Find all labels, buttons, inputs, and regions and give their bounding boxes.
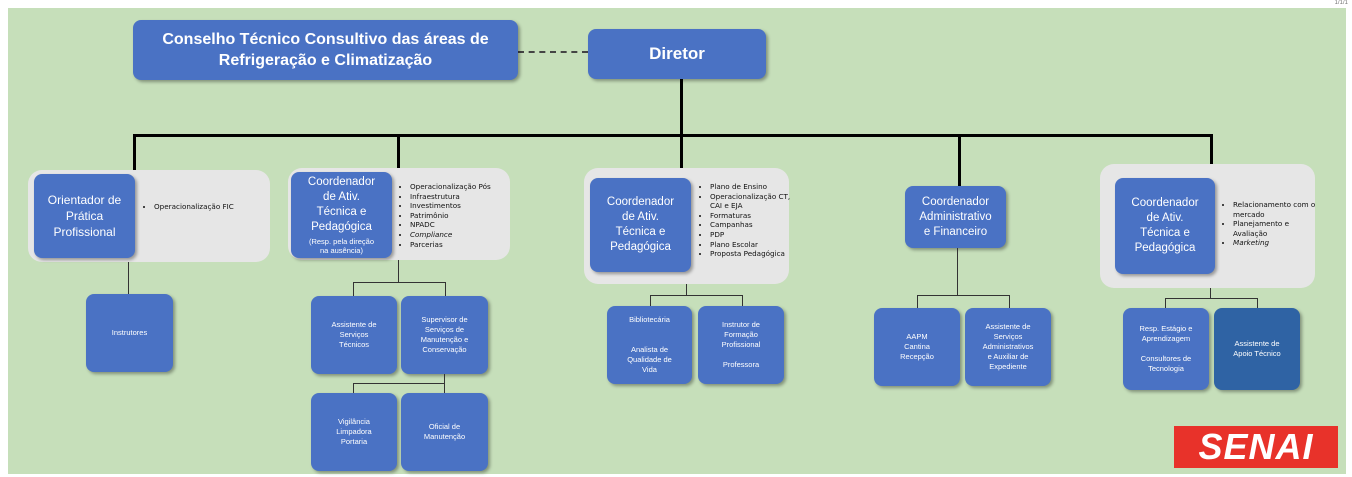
col4-child-bar: [917, 295, 1009, 296]
col3-bullet-4: PDP: [710, 230, 800, 240]
drop-col5: [1210, 134, 1213, 172]
col4-title-box: Coordenador Administrativo e Financeiro: [905, 186, 1006, 248]
col2-bullets: Operacionalização Pós Infraestrutura Inv…: [398, 182, 520, 249]
col2-bullet-1: Infraestrutura: [410, 192, 520, 202]
col3-bullet-5: Plano Escolar: [710, 240, 800, 250]
col2-grand-a-drop: [353, 383, 354, 393]
col2-child-b-drop: [445, 282, 446, 296]
col3-child-stem: [686, 284, 687, 295]
col4-child-b-box: Assistente de Serviços Administrativos e…: [965, 308, 1051, 386]
col3-bullet-2: Formaturas: [710, 211, 800, 221]
col2-grand-stem: [444, 374, 445, 383]
col3-child-b-box: Instrutor de Formação Profissional Profe…: [698, 306, 784, 384]
col1-bullets: Operacionalização FIC: [142, 202, 279, 212]
col2-child-bar: [353, 282, 445, 283]
council-box: Conselho Técnico Consultivo das áreas de…: [133, 20, 518, 80]
director-down-line: [680, 78, 683, 136]
dashed-connector: [518, 51, 588, 53]
col2-grand-a-box: Vigilância Limpadora Portaria: [311, 393, 397, 471]
col1-title-box: Orientador de Prática Profissional: [34, 174, 135, 258]
senai-logo: SENAI: [1174, 426, 1338, 468]
col2-child-a-drop: [353, 282, 354, 296]
col3-child-a-box: Bibliotecária Analista de Qualidade de V…: [607, 306, 692, 384]
corner-mark: 1/1/1: [1334, 0, 1348, 6]
col5-bullet-2: Marketing: [1233, 238, 1321, 248]
col2-grand-bar: [353, 383, 445, 384]
col2-bullet-2: Investimentos: [410, 201, 520, 211]
col3-child-bar: [650, 295, 742, 296]
col5-child-a-drop: [1165, 298, 1166, 308]
col5-child-b-drop: [1257, 298, 1258, 308]
col5-bullet-1: Planejamento e Avaliação: [1233, 219, 1321, 238]
col5-child-b-box: Assistente de Apoio Técnico: [1214, 308, 1300, 390]
col5-bullet-0: Relacionamento com o mercado: [1233, 200, 1321, 219]
col2-grand-b-box: Oficial de Manutenção: [401, 393, 488, 471]
col2-bullet-4: NPADC: [410, 220, 520, 230]
col1-bullet-0: Operacionalização FIC: [154, 202, 279, 212]
col5-title-box: Coordenador de Ativ. Técnica e Pedagógic…: [1115, 178, 1215, 274]
col3-child-a-drop: [650, 295, 651, 306]
drop-col4: [958, 134, 961, 186]
col3-bullet-6: Proposta Pedagógica: [710, 249, 800, 259]
col2-grand-b-drop: [444, 383, 445, 393]
col5-child-stem: [1210, 288, 1211, 298]
drop-col1: [133, 134, 136, 174]
col3-title-box: Coordenador de Ativ. Técnica e Pedagógic…: [590, 178, 691, 272]
col2-child-a-box: Assistente de Serviços Técnicos: [311, 296, 397, 374]
col4-child-a-drop: [917, 295, 918, 308]
col2-child-stem: [398, 260, 399, 282]
drop-col3: [680, 134, 683, 170]
drop-col2: [397, 134, 400, 168]
col2-title-box: Coordenador de Ativ. Técnica e Pedagógic…: [291, 172, 392, 258]
col5-child-bar: [1165, 298, 1257, 299]
col2-bullet-6: Parcerias: [410, 240, 520, 250]
col4-child-stem: [957, 248, 958, 295]
col4-child-b-drop: [1009, 295, 1010, 308]
col5-child-a-box: Resp. Estágio e Aprendizagem Consultores…: [1123, 308, 1209, 390]
director-box: Diretor: [588, 29, 766, 79]
col1-child-box: Instrutores: [86, 294, 173, 372]
col2-bullet-5: Compliance: [410, 230, 520, 240]
col5-bullets: Relacionamento com o mercado Planejament…: [1221, 200, 1321, 248]
col4-child-a-box: AAPM Cantina Recepção: [874, 308, 960, 386]
col1-child-line: [128, 262, 129, 294]
main-horizontal-line: [133, 134, 1213, 137]
col3-child-b-drop: [742, 295, 743, 306]
col3-bullet-3: Campanhas: [710, 220, 800, 230]
col3-bullet-1: Operacionalização CT, CAI e EJA: [710, 192, 800, 211]
col2-bullet-3: Patrimônio: [410, 211, 520, 221]
col2-title: Coordenador de Ativ. Técnica e Pedagógic…: [307, 176, 376, 233]
col3-bullets: Plano de Ensino Operacionalização CT, CA…: [698, 182, 800, 259]
col2-child-b-box: Supervisor de Serviços de Manutenção e C…: [401, 296, 488, 374]
col2-bullet-0: Operacionalização Pós: [410, 182, 520, 192]
col2-note: (Resp. pela direção na ausência): [308, 237, 375, 255]
col3-bullet-0: Plano de Ensino: [710, 182, 800, 192]
